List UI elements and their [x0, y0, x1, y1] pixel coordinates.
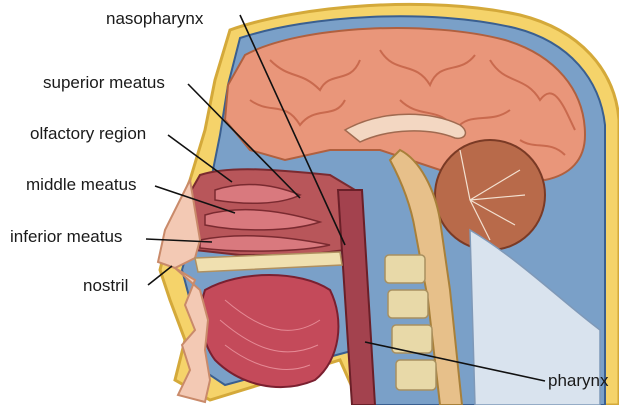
label-pharynx: pharynx: [548, 371, 608, 391]
label-olfactory-region: olfactory region: [30, 124, 146, 144]
label-nostril: nostril: [83, 276, 128, 296]
label-inferior-meatus: inferior meatus: [10, 227, 122, 247]
label-nasopharynx: nasopharynx: [106, 9, 203, 29]
label-middle-meatus: middle meatus: [26, 175, 137, 195]
cerebellum: [435, 140, 545, 250]
label-superior-meatus: superior meatus: [43, 73, 165, 93]
